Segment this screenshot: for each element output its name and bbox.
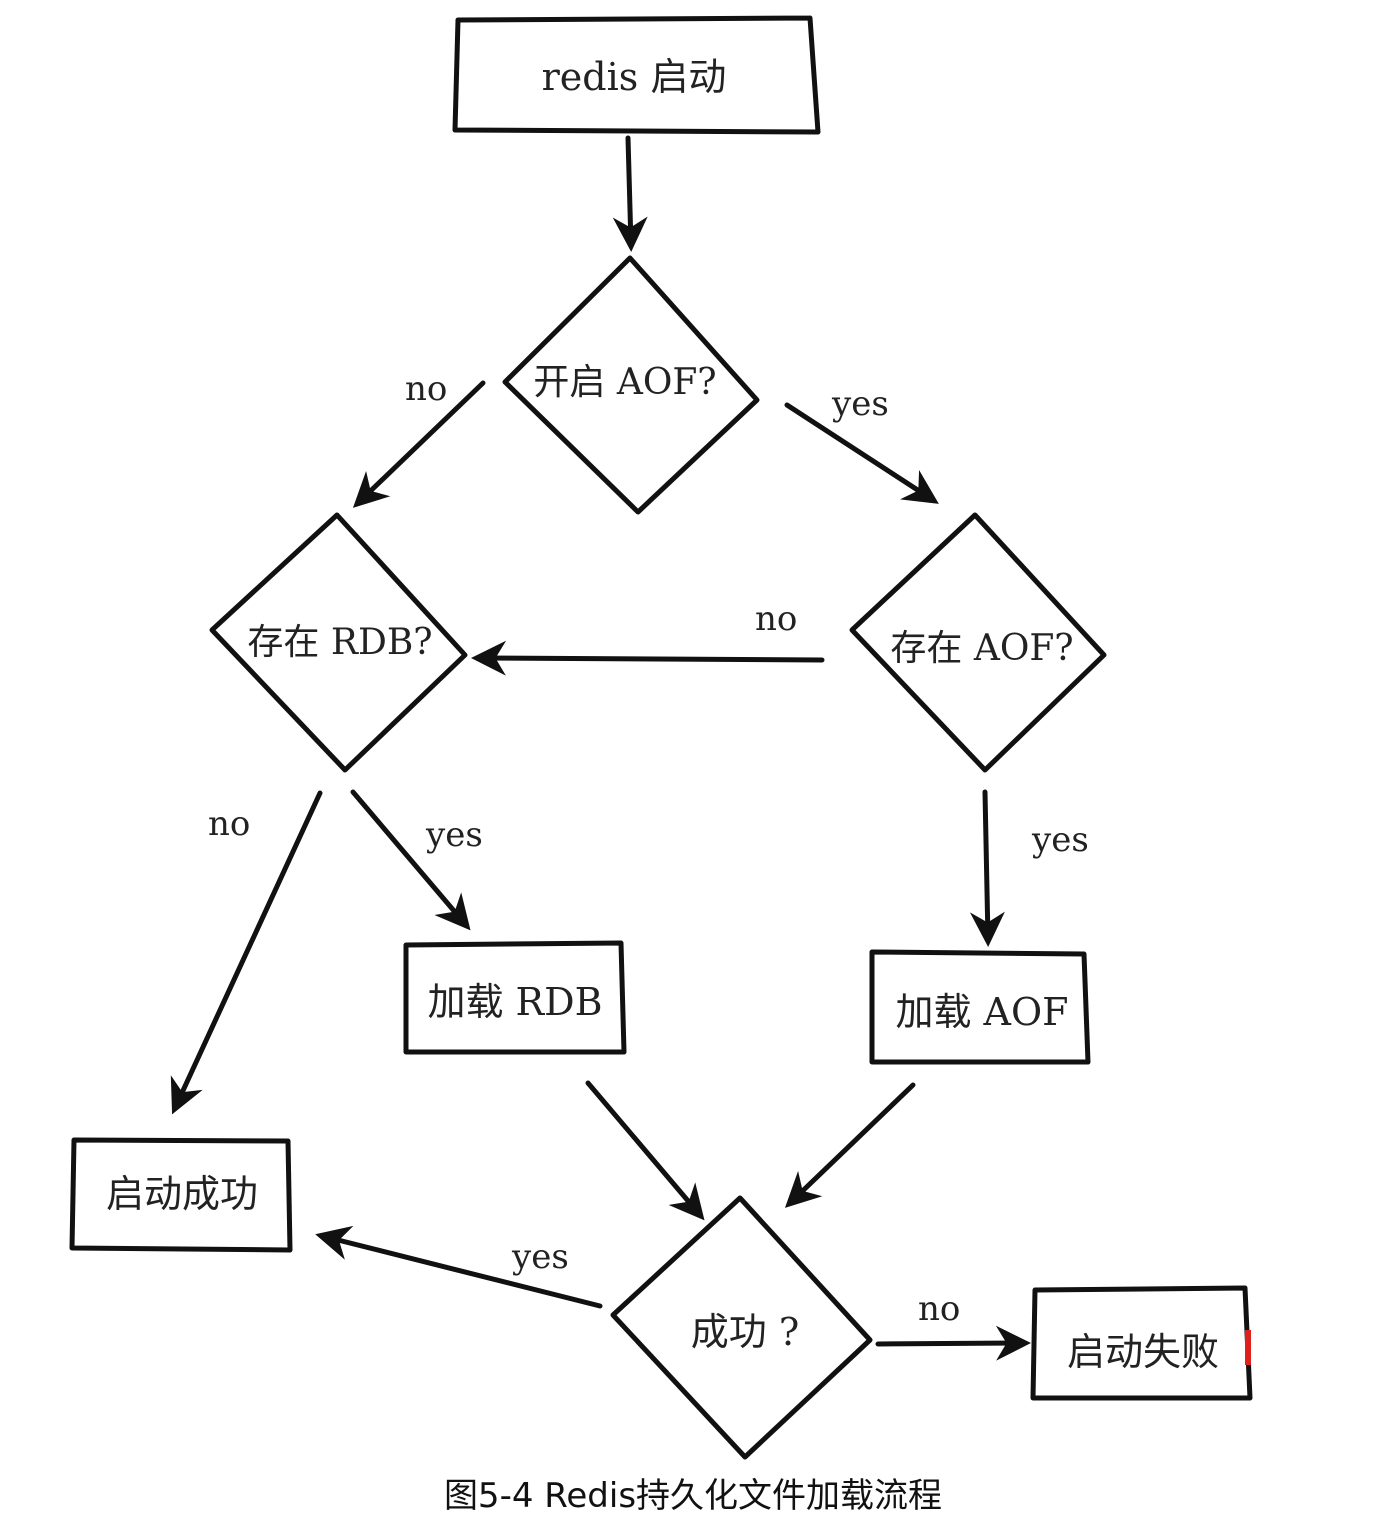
arrow-aof-exists-yes [969,789,1005,947]
arrow-success-no [875,1325,1031,1361]
arrow-aof-exists-no [471,640,825,676]
rdb-exists-diamond [209,512,468,773]
start-success-label: 启动成功 [106,1172,258,1216]
aof-enabled-diamond [502,255,760,515]
success-check-label: 成功 ? [691,1310,799,1354]
start-fail-box [1030,1285,1253,1401]
figure-caption: 图5-4 Redis持久化文件加载流程 [443,1476,943,1516]
edge-label-success-yes: yes [511,1237,569,1277]
rdb-exists-label: 存在 RDB? [247,622,432,663]
arrow-rdb-exists-yes [350,789,471,931]
arrow-rdb-exists-no [170,790,323,1115]
load-aof-box [869,949,1091,1065]
start-box [452,15,821,135]
edge-label-success-no: no [918,1289,960,1329]
start-fail-label: 启动失败 [1067,1330,1219,1374]
load-rdb-box [403,940,627,1055]
aof-enabled-label: 开启 AOF? [533,362,716,403]
edge-label-aof-exists-yes: yes [1031,820,1089,860]
edge-label-rdb-exists-yes: yes [425,815,483,855]
arrow-success-yes [315,1225,603,1309]
aof-exists-diamond [849,512,1107,773]
arrow-start-to-aof-enabled [612,135,648,252]
red-marker [1245,1330,1251,1365]
arrow-load-aof-to-success [784,1082,916,1208]
edge-label-rdb-exists-no: no [208,804,250,844]
arrow-aof-enabled-yes [784,402,939,504]
start-success-box [69,1137,293,1253]
start-label: redis 启动 [542,55,727,99]
arrow-aof-enabled-no [352,380,486,508]
load-aof-label: 加载 AOF [895,990,1068,1034]
edge-label-aof-exists-no: no [755,599,797,639]
arrow-load-rdb-to-success [585,1080,705,1221]
success-diamond [610,1195,873,1460]
load-rdb-label: 加载 RDB [427,980,602,1024]
edge-label-aof-enabled-yes: yes [831,384,889,424]
edge-label-aof-enabled-no: no [405,369,447,409]
aof-exists-label: 存在 AOF? [890,628,1073,669]
